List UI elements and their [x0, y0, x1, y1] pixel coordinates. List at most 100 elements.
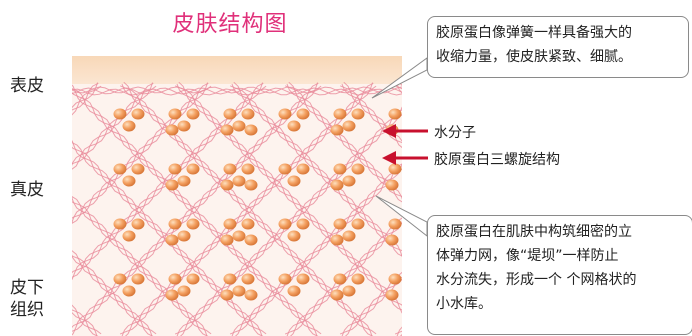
water-droplet — [287, 120, 301, 132]
callout-bottom-line-4: 小水库。 — [436, 296, 492, 312]
water-droplet — [165, 124, 179, 136]
water-droplet — [388, 108, 402, 120]
callout-bottom-line-1: 胶原蛋白在肌肤中构筑细密的立 — [436, 224, 632, 240]
water-droplet — [278, 218, 292, 230]
water-droplet — [122, 120, 136, 132]
collagen-strand — [285, 85, 402, 198]
label-subcutaneous-2: 组织 — [10, 300, 44, 320]
collagen-strand — [72, 87, 402, 95]
water-droplet — [385, 124, 399, 136]
water-droplet — [333, 163, 347, 175]
diagram-title: 皮肤结构图 — [172, 12, 288, 37]
collagen-strand — [339, 276, 402, 335]
skin-illustration — [72, 56, 402, 336]
water-droplet — [330, 234, 344, 246]
water-droplet — [385, 179, 399, 191]
water-droplet — [244, 289, 258, 301]
water-droplet — [165, 179, 179, 191]
water-droplet — [232, 230, 246, 242]
label-subcutaneous-1: 皮下 — [10, 278, 44, 298]
water-droplet — [351, 108, 365, 120]
collagen-strand — [72, 88, 402, 96]
water-molecule-group — [113, 108, 402, 301]
water-droplet — [186, 163, 200, 175]
water-droplet — [244, 124, 258, 136]
water-droplet — [220, 179, 234, 191]
water-droplet — [330, 124, 344, 136]
water-droplet — [351, 163, 365, 175]
water-droplet — [177, 175, 191, 187]
water-droplet — [168, 218, 182, 230]
water-droplet — [333, 273, 347, 285]
collagen-strand — [288, 81, 402, 200]
callout-collagen-spring: 胶原蛋白像弹簧一样具备强大的 收缩力量，使皮肤紧致、细腻。 — [427, 16, 689, 78]
water-droplet — [131, 163, 145, 175]
collagen-strand — [284, 222, 402, 335]
water-droplet — [113, 108, 127, 120]
water-droplet — [278, 273, 292, 285]
water-droplet — [177, 285, 191, 297]
collagen-strand — [344, 278, 402, 336]
epidermis-band — [72, 56, 402, 84]
water-droplet — [287, 285, 301, 297]
water-droplet — [388, 273, 402, 285]
water-droplet — [296, 163, 310, 175]
water-droplet — [122, 175, 136, 187]
water-droplet — [232, 285, 246, 297]
water-droplet — [333, 108, 347, 120]
water-droplet — [165, 234, 179, 246]
collagen-strand — [343, 81, 402, 142]
collagen-strand — [229, 168, 402, 335]
water-droplet — [333, 218, 347, 230]
water-droplet — [165, 289, 179, 301]
label-collagen-helix: 胶原蛋白三螺旋结构 — [434, 152, 560, 168]
water-droplet — [131, 218, 145, 230]
water-droplet — [287, 175, 301, 187]
water-droplet — [113, 163, 127, 175]
water-droplet — [278, 163, 292, 175]
water-droplet — [287, 230, 301, 242]
water-droplet — [131, 273, 145, 285]
water-droplet — [168, 108, 182, 120]
water-droplet — [177, 230, 191, 242]
water-droplet — [220, 234, 234, 246]
collagen-strand — [289, 220, 402, 336]
water-droplet — [330, 179, 344, 191]
water-droplet — [223, 163, 237, 175]
water-droplet — [113, 218, 127, 230]
water-droplet — [342, 285, 356, 297]
label-epidermis: 表皮 — [10, 76, 44, 96]
callout-top-line-2: 收缩力量，使皮肤紧致、细腻。 — [436, 49, 632, 65]
water-droplet — [241, 273, 255, 285]
water-droplet — [122, 285, 136, 297]
water-droplet — [342, 230, 356, 242]
water-droplet — [342, 120, 356, 132]
water-droplet — [223, 108, 237, 120]
water-droplet — [244, 234, 258, 246]
water-droplet — [168, 273, 182, 285]
water-droplet — [186, 108, 200, 120]
water-droplet — [241, 218, 255, 230]
callout-top-line-1: 胶原蛋白像弹簧一样具备强大的 — [436, 25, 632, 41]
water-droplet — [351, 218, 365, 230]
water-droplet — [168, 163, 182, 175]
water-droplet — [113, 273, 127, 285]
callout-bottom-line-3: 水分流失，形成一个 个网格状的 — [436, 272, 637, 288]
water-droplet — [186, 273, 200, 285]
water-droplet — [330, 289, 344, 301]
water-droplet — [232, 120, 246, 132]
water-droplet — [220, 289, 234, 301]
water-droplet — [223, 273, 237, 285]
label-water-molecule: 水分子 — [434, 125, 476, 141]
water-droplet — [122, 230, 136, 242]
water-droplet — [388, 218, 402, 230]
water-droplet — [342, 175, 356, 187]
water-droplet — [186, 218, 200, 230]
water-droplet — [177, 120, 191, 132]
water-droplet — [296, 218, 310, 230]
water-droplet — [241, 108, 255, 120]
callout-bottom-line-2: 体弹力网，像“堤坝”一样防止 — [436, 248, 619, 264]
water-droplet — [223, 218, 237, 230]
water-droplet — [278, 108, 292, 120]
callout-collagen-network: 胶原蛋白在肌肤中构筑细密的立 体弹力网，像“堤坝”一样防止 水分流失，形成一个 … — [427, 215, 692, 335]
